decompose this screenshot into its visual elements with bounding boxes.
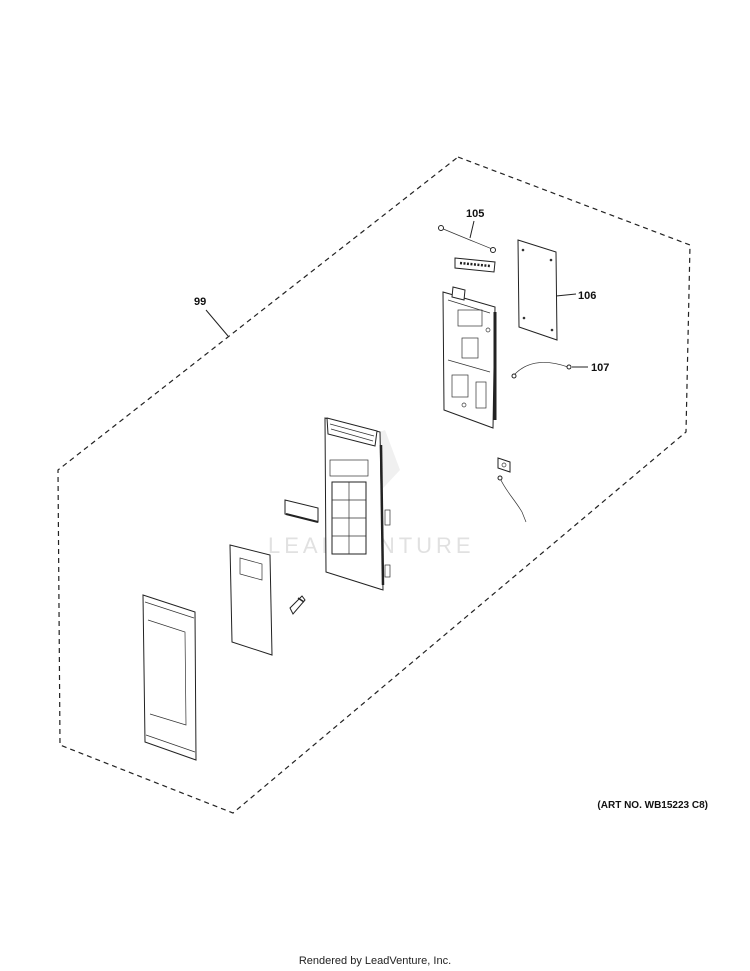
callout-99-leader [205, 309, 229, 337]
callout-106-label: 106 [578, 290, 596, 302]
door-switch[interactable] [497, 457, 527, 523]
control-panel-overlay[interactable] [229, 544, 273, 656]
assembly-boundary-99 [57, 156, 691, 814]
part-105-harness[interactable] [438, 225, 496, 273]
door-frame[interactable] [324, 417, 391, 591]
callout-106[interactable]: 106 [555, 290, 596, 302]
door-handle-trim[interactable] [142, 594, 197, 761]
footer-credit: Rendered by LeadVenture, Inc. [298, 955, 452, 967]
callout-107[interactable]: 107 [572, 362, 609, 374]
callout-105[interactable]: 105 [466, 208, 484, 239]
callout-107-label: 107 [591, 362, 609, 374]
part-107-wire[interactable] [511, 362, 572, 379]
latch[interactable] [289, 595, 306, 615]
control-bracket[interactable] [442, 286, 497, 429]
callout-105-label: 105 [466, 208, 484, 220]
art-number: (ART NO. WB15223 C8) [597, 800, 708, 811]
callout-106-leader [555, 293, 577, 297]
callout-99[interactable]: 99 [194, 296, 229, 337]
display-window[interactable] [284, 499, 319, 523]
callout-99-label: 99 [194, 296, 206, 308]
part-106-panel[interactable] [517, 239, 558, 341]
callout-105-leader [469, 220, 475, 239]
